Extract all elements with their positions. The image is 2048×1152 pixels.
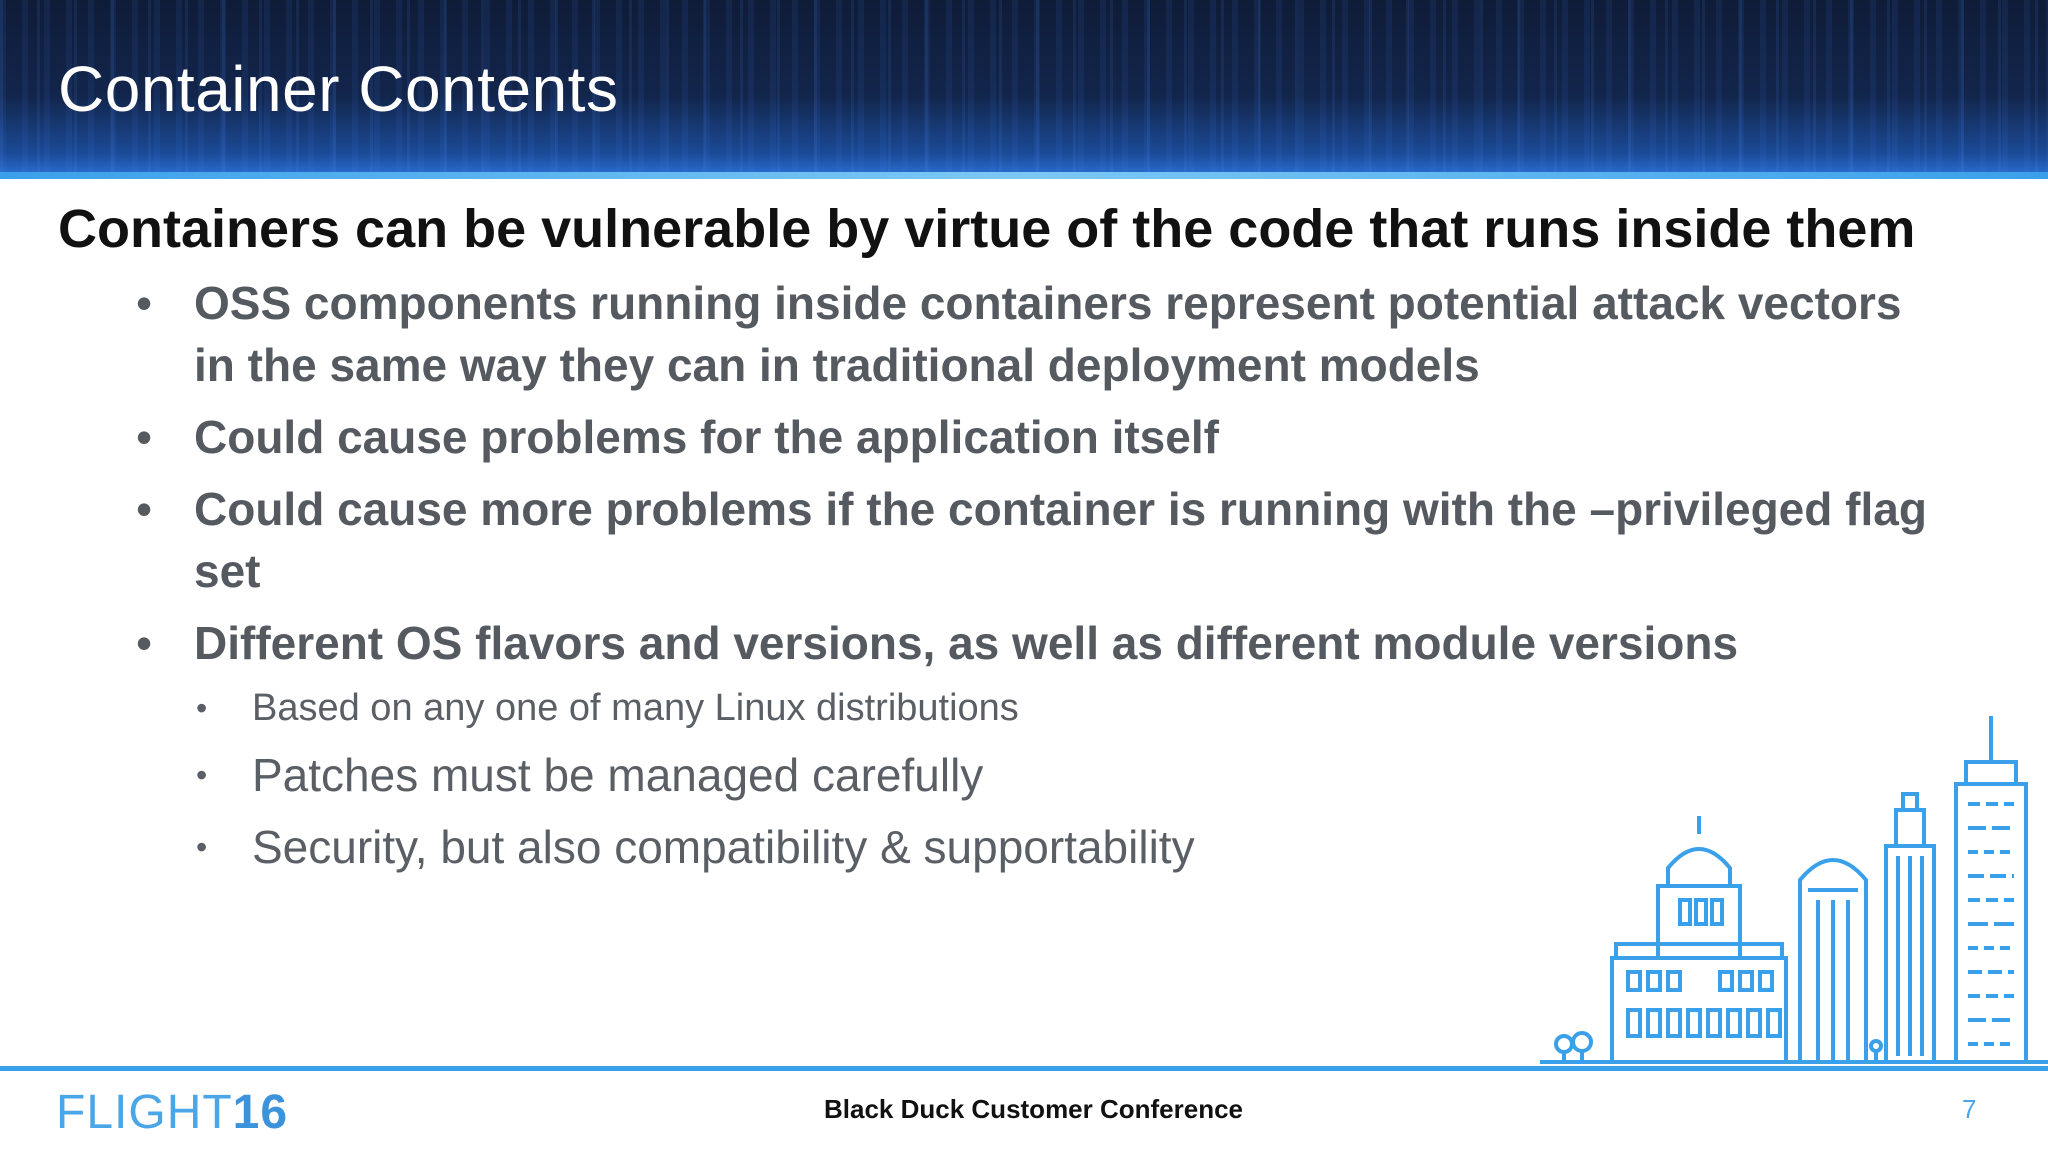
bullet-item: Could cause problems for the application… <box>136 406 1934 468</box>
lead-statement: Containers can be vulnerable by virtue o… <box>58 199 1916 259</box>
sub-bullet-item: Based on any one of many Linux distribut… <box>196 682 1652 734</box>
bullet-item: Different OS flavors and versions, as we… <box>136 612 1934 674</box>
bullet-item: Could cause more problems if the contain… <box>136 478 1934 602</box>
slide-title: Container Contents <box>58 53 619 125</box>
sub-bullet-item: Security, but also compatibility & suppo… <box>196 816 1652 878</box>
city-skyline-icon <box>1540 716 2048 1064</box>
logo-text: FLIGHT <box>56 1086 233 1139</box>
bullet-item: OSS components running inside containers… <box>136 272 1934 396</box>
header-accent-line <box>0 172 2048 179</box>
conference-name: Black Duck Customer Conference <box>824 1094 1244 1124</box>
sub-bullet-item: Patches must be managed carefully <box>196 744 1652 806</box>
flight16-logo: FLIGHT16 <box>56 1085 288 1140</box>
slide-content: Containers can be vulnerable by virtue o… <box>58 196 1958 878</box>
slide-header <box>0 0 2048 174</box>
page-number: 7 <box>1962 1094 1977 1124</box>
bullet-list: OSS components running inside containers… <box>58 272 1958 878</box>
footer-accent-line <box>0 1066 2048 1071</box>
logo-number: 16 <box>232 1086 289 1139</box>
